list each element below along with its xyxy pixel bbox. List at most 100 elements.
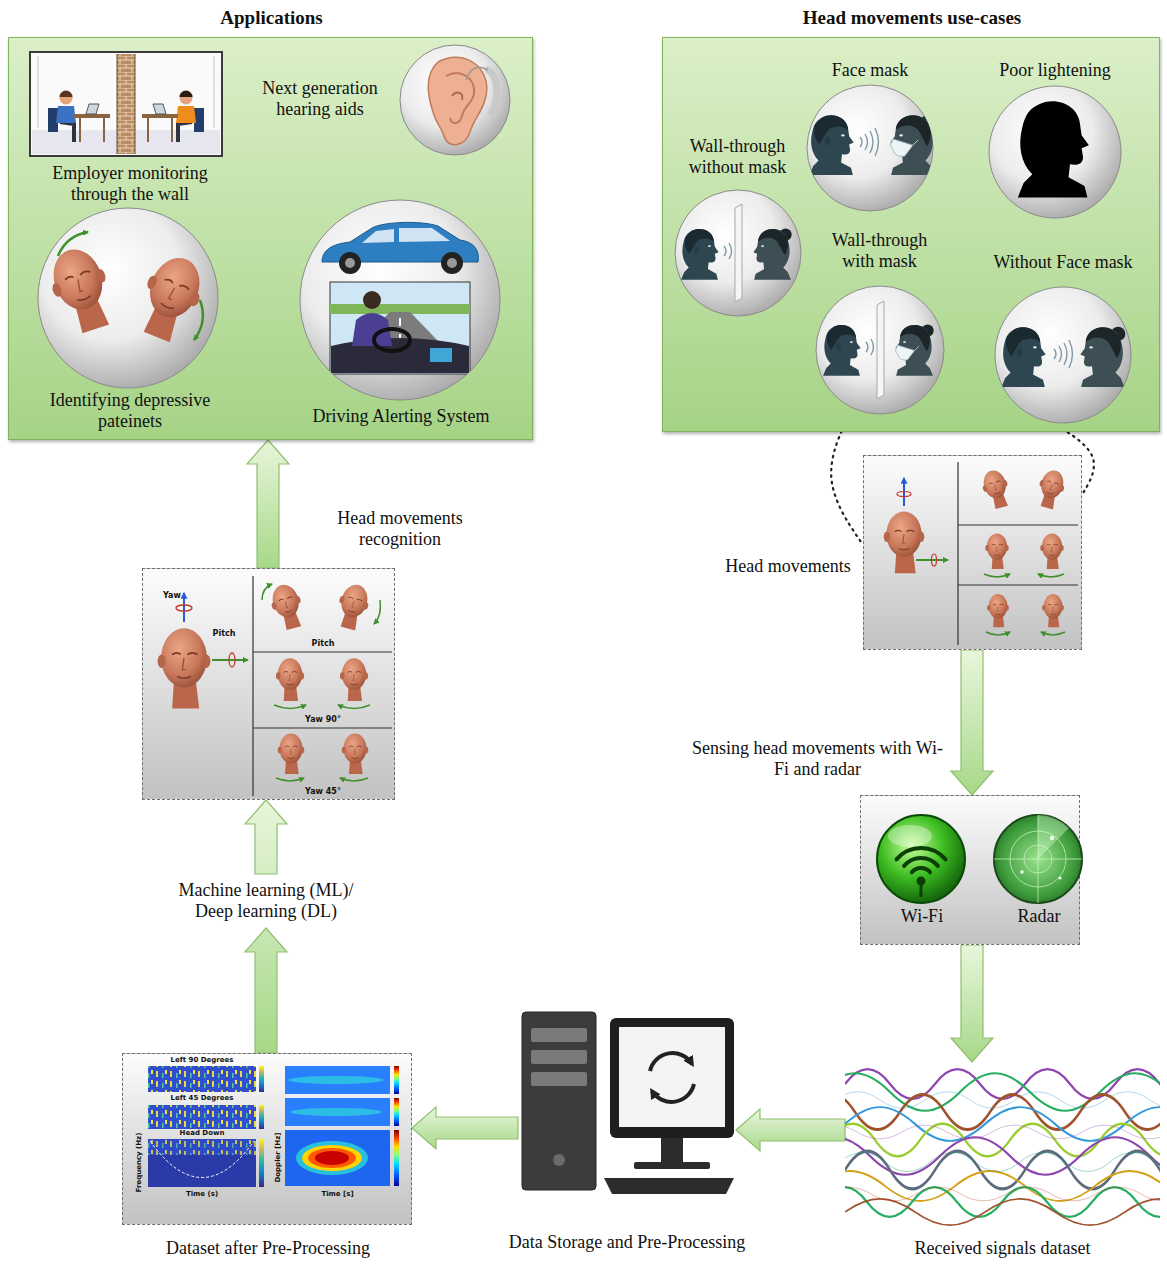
driving-illustration xyxy=(345,258,355,268)
head-pose-illustration xyxy=(340,658,368,701)
computer-illustration xyxy=(652,1084,694,1102)
spectrogram-thumbnails xyxy=(122,1053,412,1225)
use-case-circle: Without Face mask xyxy=(983,250,1143,428)
no-mask-scene xyxy=(1080,327,1125,387)
wall-mask-scene xyxy=(823,325,861,376)
hearing-aid-illustration xyxy=(400,45,510,155)
spectrogram-thumbnails xyxy=(259,1066,264,1092)
head-pose-illustration xyxy=(253,576,392,796)
head-pose-illustration xyxy=(1038,574,1064,577)
computer-illustration xyxy=(650,1053,692,1071)
spectrogram-thumbnails xyxy=(296,1141,368,1175)
plot-label: Frequency (Hz) xyxy=(135,1123,144,1203)
plot-label: Left 90 Degrees xyxy=(148,1056,256,1065)
use-case-circle: Wall-through with mask xyxy=(812,228,948,420)
computer-illustration xyxy=(531,1050,587,1064)
sensor-icons xyxy=(877,815,1082,903)
office-illustration xyxy=(117,54,135,154)
depression-heads-illustration xyxy=(38,208,218,388)
head-pose-illustration xyxy=(1041,632,1065,635)
office-illustration xyxy=(153,104,166,114)
use-case-circle: Poor lightening xyxy=(980,58,1130,220)
signal-waveforms xyxy=(845,1171,1160,1201)
wall-mask-scene xyxy=(816,286,944,414)
caption: Without Face mask xyxy=(983,252,1143,273)
no-mask-scene xyxy=(1064,343,1067,365)
spectrogram-thumbnails xyxy=(288,1076,384,1084)
office-illustration xyxy=(142,114,178,118)
poor-light-scene xyxy=(989,86,1121,218)
hearing-aid-illustration xyxy=(466,67,488,80)
office-illustration xyxy=(178,122,192,142)
depression-heads-illustration xyxy=(38,208,218,388)
caption: Wall-through with mask xyxy=(817,230,942,272)
caption: Dataset after Pre-Processing xyxy=(123,1238,413,1259)
plot-label: Left 45 Degrees xyxy=(148,1094,256,1103)
depression-heads-illustration xyxy=(130,249,212,347)
head-pose-illustration xyxy=(1034,468,1068,511)
plot-label: Time (s) xyxy=(148,1190,256,1199)
pose-label: Pitch xyxy=(258,639,388,649)
driving-illustration xyxy=(447,258,457,268)
wall-no-mask-scene xyxy=(675,190,801,316)
signal-waveforms xyxy=(845,1107,1160,1141)
head-pose-illustration xyxy=(884,511,925,573)
driving-illustration xyxy=(331,312,469,373)
signal-waveforms xyxy=(845,1151,1160,1189)
plot-label: Time [s] xyxy=(285,1190,390,1199)
no-mask-scene xyxy=(995,287,1131,423)
no-mask-scene xyxy=(1059,346,1062,362)
wall-no-mask-scene xyxy=(735,204,742,302)
wall-mask-scene xyxy=(816,286,944,414)
spectrogram-thumbnails xyxy=(285,1130,390,1186)
driving-illustration xyxy=(374,329,410,351)
computer-illustration xyxy=(634,1162,710,1169)
wall-no-mask-scene xyxy=(724,243,732,259)
panel-heading: Head movements use-cases xyxy=(663,7,1161,29)
head-pose-illustration xyxy=(278,734,305,774)
head-pose-illustration xyxy=(212,659,248,661)
spectrogram-thumbnails xyxy=(290,1108,382,1116)
wall-mask-scene xyxy=(877,301,884,399)
sensor-icons xyxy=(1058,876,1061,879)
signal-waveforms xyxy=(845,1073,1160,1111)
flow-arrow xyxy=(951,650,993,795)
face-mask-scene xyxy=(800,58,940,213)
computer-illustration xyxy=(522,1012,734,1194)
sensor-icons xyxy=(994,815,1082,903)
computer-illustration xyxy=(531,1028,587,1042)
spectrogram-thumbnails xyxy=(394,1130,399,1186)
application-panel: Applications Employer monitoring through… xyxy=(8,37,533,440)
depression-heads-illustration xyxy=(42,242,120,338)
spectrogram-thumbnails xyxy=(302,1145,362,1171)
no-mask-scene xyxy=(1069,340,1073,368)
office-illustration xyxy=(60,92,73,105)
poor-light-scene xyxy=(989,86,1121,218)
depression-heads-illustration xyxy=(42,232,211,347)
poor-light-scene xyxy=(1018,101,1089,197)
head-pose-illustration xyxy=(958,462,1078,645)
wall-mask-scene xyxy=(866,339,874,355)
driving-illustration xyxy=(300,200,500,400)
sensor-icons xyxy=(920,882,923,897)
face-mask-scene xyxy=(890,115,935,175)
edge-label: Sensing head movements with Wi-Fi and ra… xyxy=(690,738,945,780)
head-pose-illustration xyxy=(340,778,368,781)
application-item: Employer monitoring through the wall xyxy=(25,48,235,208)
wall-no-mask-scene xyxy=(681,204,792,302)
computer-illustration xyxy=(610,1018,734,1138)
wall-mask-scene xyxy=(866,342,868,352)
flow-arrow xyxy=(412,1107,518,1149)
face-mask-scene xyxy=(810,115,854,175)
flow-arrow xyxy=(951,945,993,1062)
hearing-aid-illustration xyxy=(428,57,497,145)
signal-waveforms xyxy=(845,1199,1160,1225)
head-pose-illustration xyxy=(262,584,272,600)
driving-illustration xyxy=(399,228,450,242)
hearing-aid-illustration xyxy=(488,70,497,112)
driving-illustration xyxy=(283,196,519,436)
office-illustration xyxy=(56,106,76,123)
head-pose-illustration xyxy=(158,628,211,708)
head-pose-illustration xyxy=(274,705,306,709)
signal-waveforms xyxy=(845,1153,1160,1172)
